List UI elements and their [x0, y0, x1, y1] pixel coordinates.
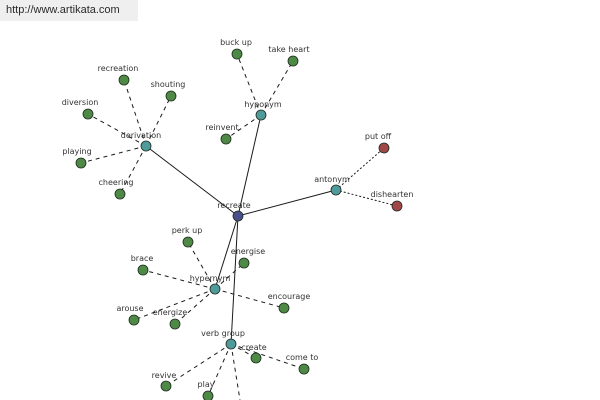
label-derivation: derivation: [121, 131, 161, 140]
label-revive: revive: [152, 371, 177, 380]
node-dishearten[interactable]: [391, 200, 403, 212]
edge-hyponym-take_heart: [260, 60, 294, 116]
node-derivation[interactable]: [140, 140, 152, 152]
edges: [80, 53, 398, 400]
node-recreation[interactable]: [118, 74, 130, 86]
edge-recreate-antonym: [237, 189, 337, 217]
label-hyponym: hyponym: [244, 100, 282, 109]
label-energize: energize: [153, 308, 188, 317]
label-recreation: recreation: [98, 64, 139, 73]
edge-antonym-put_off: [335, 147, 385, 191]
edge-hypernym-energise: [214, 262, 245, 290]
label-play: play: [198, 380, 215, 389]
edge-derivation-playing: [80, 145, 147, 164]
label-energise: energise: [231, 247, 266, 256]
edge-hyponym-reinvent: [225, 114, 262, 140]
node-come_to[interactable]: [298, 363, 310, 375]
edge-recreate-hypernym: [214, 215, 239, 290]
label-brace: brace: [131, 254, 154, 263]
edge-hypernym-perk_up: [187, 241, 216, 290]
edge-derivation-recreation: [123, 79, 147, 147]
label-create: create: [241, 343, 266, 352]
label-shouting: shouting: [151, 80, 186, 89]
label-come_to: come to: [286, 353, 319, 362]
edge-derivation-shouting: [145, 95, 172, 147]
label-perk_up: perk up: [172, 226, 203, 235]
node-antonym[interactable]: [330, 184, 342, 196]
edge-hypernym-encourage: [214, 288, 285, 309]
node-arouse[interactable]: [128, 314, 140, 326]
label-hypernym: hypernym: [190, 274, 231, 283]
label-verb_group: verb group: [201, 329, 245, 338]
label-diversion: diversion: [62, 98, 99, 107]
edge-verb_group-come_to: [230, 343, 305, 370]
labels: recreate derivation hyponym antonym hypernym…: [62, 38, 414, 389]
node-play[interactable]: [202, 390, 214, 400]
label-encourage: encourage: [268, 292, 311, 301]
label-playing: playing: [62, 147, 91, 156]
edge-verb_group-play: [207, 343, 232, 397]
edge-recreate-verb_group: [230, 215, 239, 345]
edge-hyponym-buck_up: [236, 53, 262, 116]
edge-recreate-derivation: [145, 145, 239, 217]
node-recreate[interactable]: [232, 210, 244, 222]
edge-recreate-hyponym: [237, 114, 262, 217]
node-encourage[interactable]: [278, 302, 290, 314]
node-reinvent[interactable]: [220, 133, 232, 145]
node-playing[interactable]: [75, 157, 87, 169]
label-buck_up: buck up: [220, 38, 252, 47]
label-antonym: antonym: [314, 175, 350, 184]
node-verb_group[interactable]: [225, 338, 237, 350]
edge-derivation-cheering: [119, 145, 147, 195]
label-take_heart: take heart: [268, 45, 309, 54]
label-dishearten: dishearten: [371, 190, 414, 199]
node-energize[interactable]: [169, 318, 181, 330]
node-perk_up[interactable]: [182, 236, 194, 248]
edge-verb_group-revive: [165, 343, 232, 387]
node-revive[interactable]: [160, 380, 172, 392]
node-cheering[interactable]: [114, 188, 126, 200]
label-cheering: cheering: [99, 178, 134, 187]
node-put_off[interactable]: [378, 142, 390, 154]
node-buck_up[interactable]: [231, 48, 243, 60]
node-diversion[interactable]: [82, 108, 94, 120]
label-arouse: arouse: [116, 304, 143, 313]
node-hyponym[interactable]: [255, 109, 267, 121]
node-hypernym[interactable]: [209, 283, 221, 295]
edge-hypernym-arouse: [133, 288, 216, 321]
node-take_heart[interactable]: [287, 55, 299, 67]
label-put_off: put off: [365, 132, 392, 141]
label-reinvent: reinvent: [205, 123, 238, 132]
edge-derivation-diversion: [87, 113, 147, 147]
edge-verb_group-offscreen: [230, 343, 241, 400]
url-banner[interactable]: http://www.artikata.com: [0, 0, 138, 21]
edge-hypernym-energize: [174, 288, 216, 325]
node-create[interactable]: [250, 352, 262, 364]
node-brace[interactable]: [137, 264, 149, 276]
nodes: [75, 48, 403, 400]
node-energise[interactable]: [238, 257, 250, 269]
node-shouting[interactable]: [165, 90, 177, 102]
label-recreate: recreate: [217, 201, 251, 210]
edge-antonym-dishearten: [335, 189, 398, 207]
